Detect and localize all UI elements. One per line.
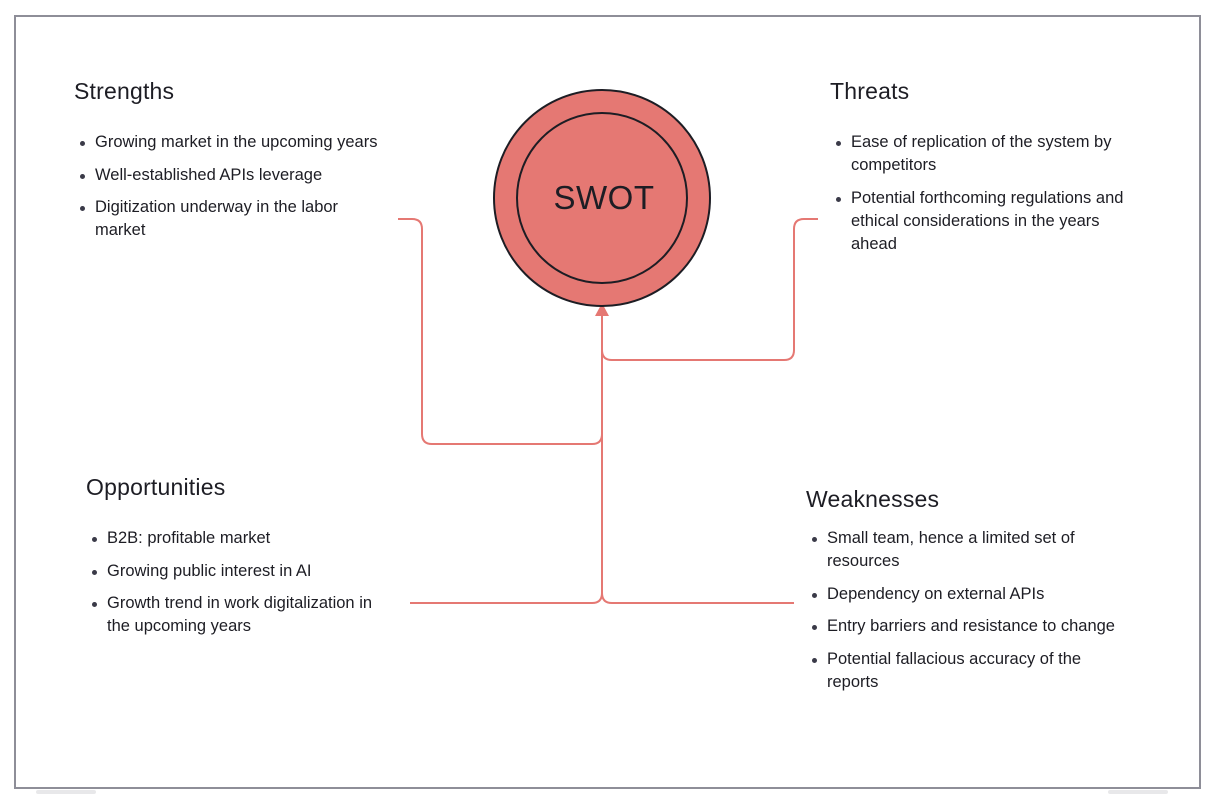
weaknesses-item: Potential fallacious accuracy of the rep… xyxy=(806,648,1126,694)
threats-title: Threats xyxy=(830,78,910,104)
threats-list: Ease of replication of the system by com… xyxy=(830,131,1140,256)
weaknesses-item: Entry barriers and resistance to change xyxy=(806,615,1126,638)
weaknesses-connector xyxy=(601,592,794,604)
edge-mark xyxy=(36,790,96,794)
opportunities-connector xyxy=(410,316,603,604)
threats-section: Threats Ease of replication of the syste… xyxy=(830,78,1140,265)
edge-mark xyxy=(1108,790,1168,794)
strengths-item: Digitization underway in the labor marke… xyxy=(74,196,384,242)
threats-item: Potential forthcoming regulations and et… xyxy=(830,187,1140,256)
weaknesses-list: Small team, hence a limited set of resou… xyxy=(806,527,1126,694)
weaknesses-section: Weaknesses Small team, hence a limited s… xyxy=(806,486,1126,703)
strengths-list: Growing market in the upcoming years Wel… xyxy=(74,131,384,242)
opportunities-item: Growing public interest in AI xyxy=(86,560,396,583)
weaknesses-item: Small team, hence a limited set of resou… xyxy=(806,527,1126,573)
strengths-item: Well-established APIs leverage xyxy=(74,164,384,187)
swot-inner-ring xyxy=(516,112,688,284)
strengths-item: Growing market in the upcoming years xyxy=(74,131,384,154)
opportunities-item: Growth trend in work digitalization in t… xyxy=(86,592,396,638)
threats-item: Ease of replication of the system by com… xyxy=(830,131,1140,177)
strengths-title: Strengths xyxy=(74,78,175,104)
swot-center-label: SWOT xyxy=(553,179,655,216)
strengths-connector xyxy=(398,218,603,445)
weaknesses-title: Weaknesses xyxy=(806,486,940,512)
opportunities-list: B2B: profitable market Growing public in… xyxy=(86,527,396,638)
threats-connector xyxy=(601,218,818,361)
opportunities-item: B2B: profitable market xyxy=(86,527,396,550)
opportunities-section: Opportunities B2B: profitable market Gro… xyxy=(86,474,396,648)
swot-center-circle: SWOT xyxy=(493,89,711,307)
strengths-section: Strengths Growing market in the upcoming… xyxy=(74,78,384,252)
arrowhead-icon xyxy=(595,303,609,316)
weaknesses-item: Dependency on external APIs xyxy=(806,583,1126,606)
opportunities-title: Opportunities xyxy=(86,474,226,500)
